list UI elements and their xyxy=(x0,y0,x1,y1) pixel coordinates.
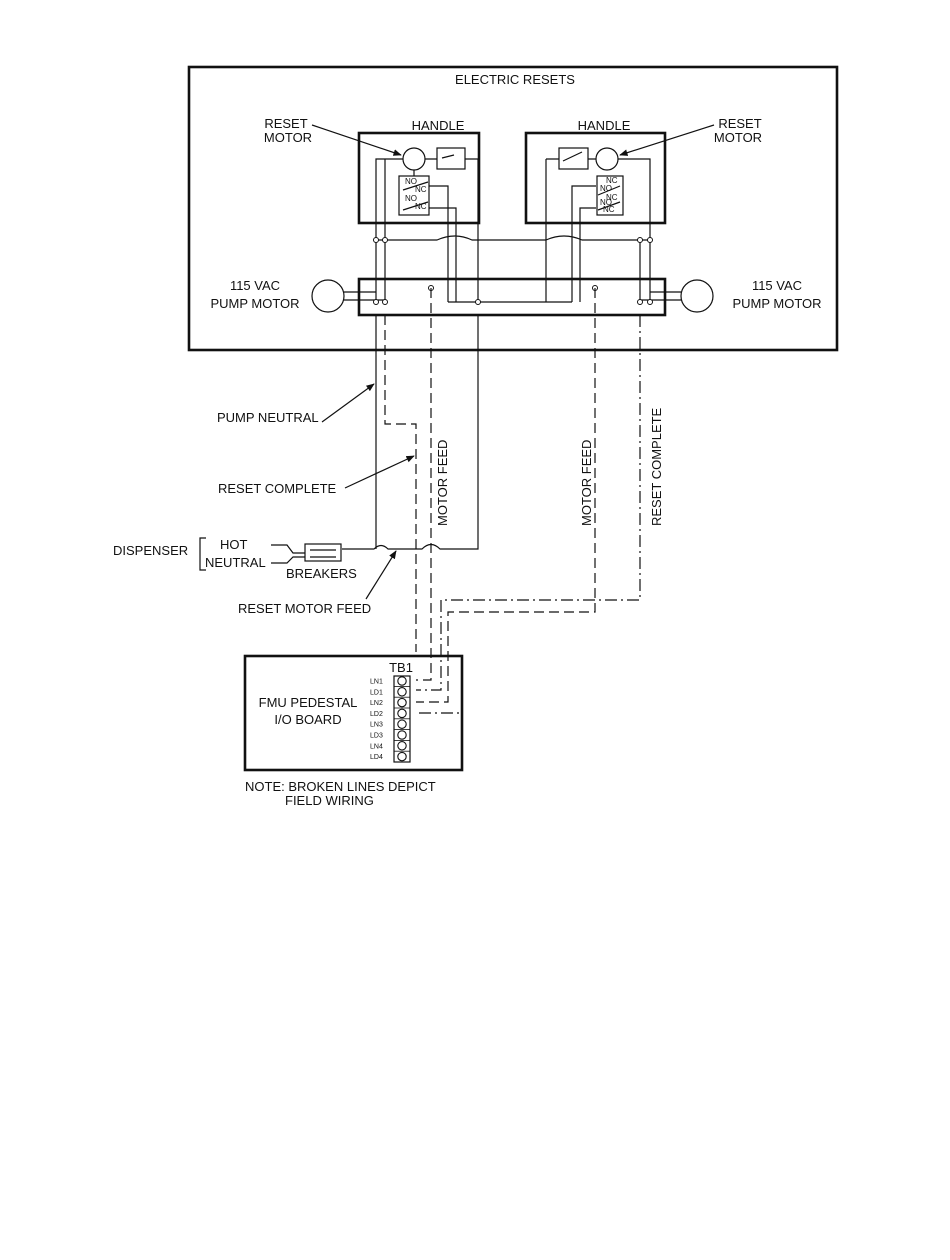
pump-motor-left-label: 115 VAC xyxy=(230,278,280,293)
contact-right-5: NC xyxy=(603,205,615,214)
handle-box-left xyxy=(357,131,481,225)
reset-complete-right-wire xyxy=(416,315,641,691)
ld2-wire xyxy=(416,656,463,714)
terminal-label-ld2: LD2 xyxy=(370,711,383,718)
pump-terminal-strip xyxy=(357,277,667,317)
contact-left-2: NC xyxy=(415,185,427,194)
terminal-screw-ln3 xyxy=(397,719,407,729)
reset-complete-left-label: RESET COMPLETE xyxy=(218,481,337,496)
motor-feed-right-label: MOTOR FEED xyxy=(579,440,594,526)
terminal-screw-ld3 xyxy=(397,730,407,740)
hot-feed-wire xyxy=(342,315,479,550)
pump-motor-left-symbol xyxy=(311,279,345,313)
contact-right-2: NO xyxy=(600,184,612,193)
reset-motor-right-label: RESET xyxy=(718,116,761,131)
note-label: NOTE: BROKEN LINES DEPICT xyxy=(245,779,436,794)
contact-left-3: NO xyxy=(405,194,417,203)
handle-label-left: HANDLE xyxy=(412,118,465,133)
reset-complete-right-label: RESET COMPLETE xyxy=(649,407,664,526)
terminal-label-ln2: LN2 xyxy=(370,700,383,707)
reset-motor-right-symbol xyxy=(595,147,619,171)
handle-box-right xyxy=(524,131,667,225)
motor-feed-right-wire xyxy=(416,288,596,703)
terminal-label-ld1: LD1 xyxy=(370,689,383,696)
pump-motor-left-label-2: PUMP MOTOR xyxy=(210,296,299,311)
terminal-screw-ln1 xyxy=(397,676,407,686)
terminal-screw-ld4 xyxy=(397,751,407,762)
reset-motor-left-symbol xyxy=(402,147,426,171)
terminal-screw-ln4 xyxy=(397,741,407,751)
reset-motor-feed-label: RESET MOTOR FEED xyxy=(238,601,371,616)
handle-switch-right xyxy=(558,147,589,170)
motor-feed-left-wire xyxy=(416,288,432,681)
tb1-label: TB1 xyxy=(389,660,413,675)
contact-right-4: NO xyxy=(600,198,612,207)
motor-feed-left-label: MOTOR FEED xyxy=(435,440,450,526)
terminal-label-ln4: LN4 xyxy=(370,743,383,750)
pump-neutral-label: PUMP NEUTRAL xyxy=(217,410,319,425)
fmu-label: FMU PEDESTAL xyxy=(259,695,358,710)
handle-switch-left xyxy=(436,147,466,170)
limit-switch-right xyxy=(596,175,624,216)
handle-label-right: HANDLE xyxy=(578,118,631,133)
terminal-label-ln1: LN1 xyxy=(370,679,383,686)
electric-resets-enclosure xyxy=(187,65,839,352)
neutral-label: NEUTRAL xyxy=(205,555,266,570)
contact-left-1: NO xyxy=(405,177,417,186)
contact-left-4: NC xyxy=(415,202,427,211)
dispenser-label: DISPENSER xyxy=(113,543,188,558)
terminal-label-ld3: LD3 xyxy=(370,733,383,740)
pump-motor-right-label-2: PUMP MOTOR xyxy=(732,296,821,311)
contact-right-3: NC xyxy=(606,193,618,202)
electric-resets-title: ELECTRIC RESETS xyxy=(455,72,575,87)
breakers-label: BREAKERS xyxy=(286,566,357,581)
reset-complete-left-wire xyxy=(384,315,417,652)
reset-motor-left-label: RESET xyxy=(264,116,307,131)
fmu-label-2: I/O BOARD xyxy=(274,712,341,727)
terminal-screw-ld2 xyxy=(397,708,407,719)
pump-motor-right-symbol xyxy=(680,279,714,313)
terminal-label-ln3: LN3 xyxy=(370,722,383,729)
reset-motor-right-label-2: MOTOR xyxy=(714,130,762,145)
internal-wiring xyxy=(375,158,651,303)
terminal-screw-ld1 xyxy=(397,687,407,697)
fmu-io-board xyxy=(243,654,464,772)
breakers-symbol xyxy=(304,543,342,562)
terminal-screw-ln2 xyxy=(397,697,407,708)
hot-label: HOT xyxy=(220,537,248,552)
contact-right-1: NC xyxy=(606,176,618,185)
pump-motor-right-label: 115 VAC xyxy=(752,278,802,293)
note-label-2: FIELD WIRING xyxy=(285,793,374,808)
terminal-label-ld4: LD4 xyxy=(370,754,383,761)
reset-motor-left-label-2: MOTOR xyxy=(264,130,312,145)
